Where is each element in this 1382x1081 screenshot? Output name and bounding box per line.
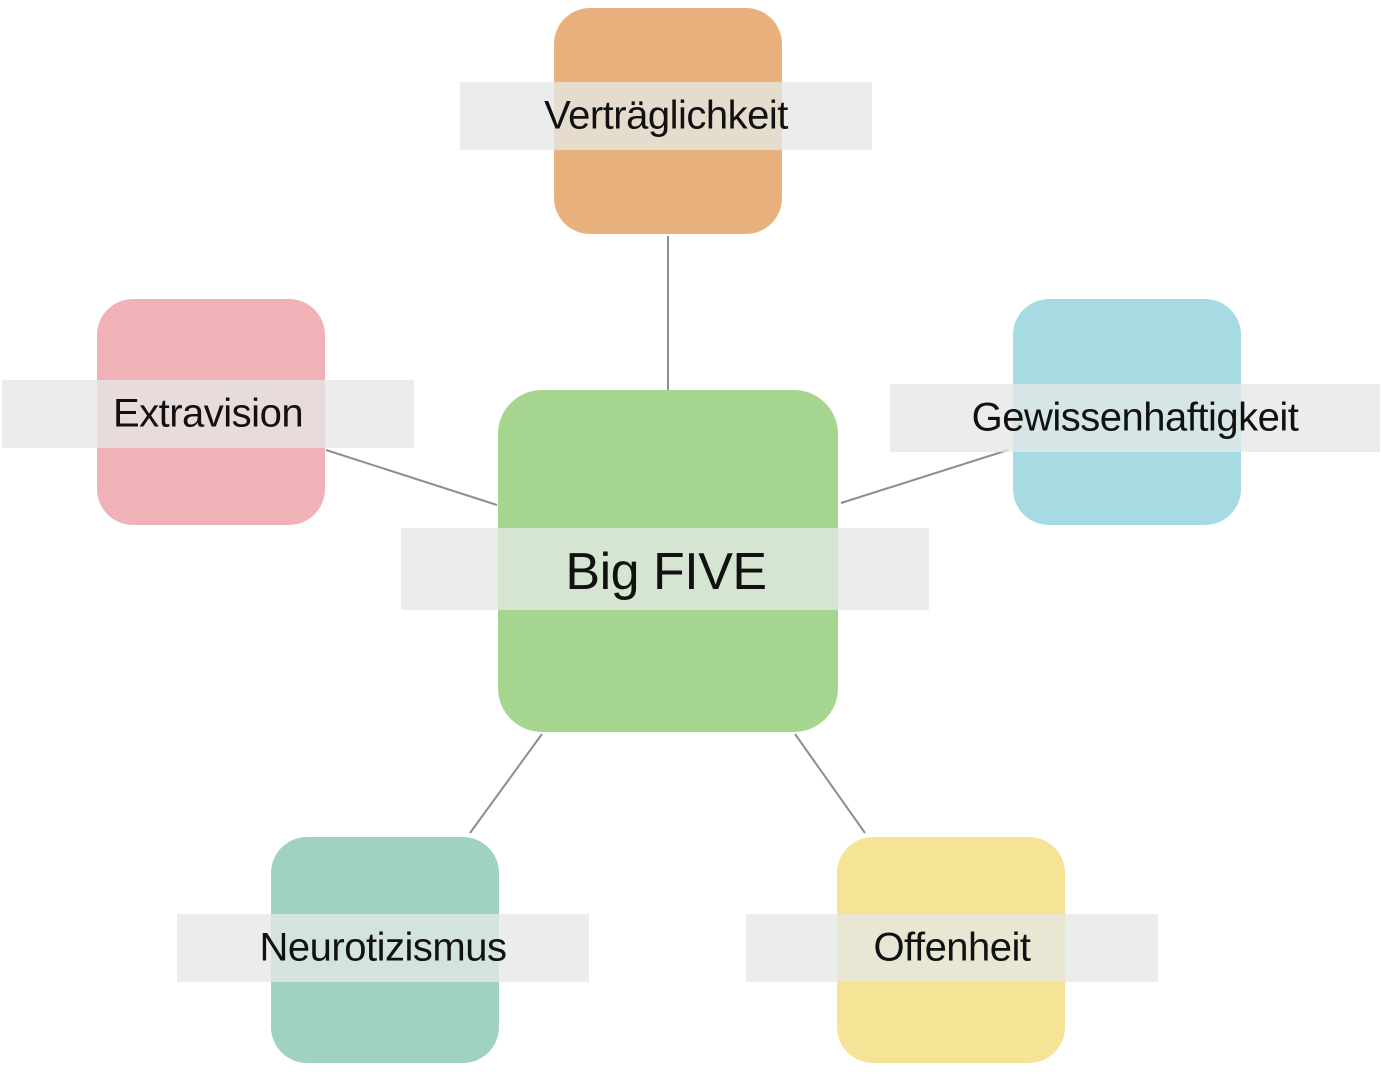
trait-label-offenheit: Offenheit: [873, 925, 1031, 970]
connector-gewissenhaftigkeit: [840, 449, 1009, 504]
connector-extravision: [325, 449, 498, 506]
trait-label-neurotizismus: Neurotizismus: [259, 925, 507, 970]
label-band-extravision: [2, 380, 414, 448]
trait-label-extravision: Extravision: [112, 391, 304, 436]
label-band-vertraeglichkeit: [460, 82, 872, 150]
trait-label-gewissenhaftigkeit: Gewissenhaftigkeit: [971, 395, 1299, 440]
label-band-neurotizismus: [177, 914, 589, 982]
connector-neurotizismus: [469, 733, 543, 834]
label-band-gewissenhaftigkeit: [890, 384, 1380, 452]
label-band-big-five: [401, 528, 929, 610]
trait-label-vertraeglichkeit: Verträglichkeit: [544, 93, 788, 138]
center-label-big-five: Big FIVE: [565, 543, 767, 601]
label-band-offenheit: [746, 914, 1158, 982]
connector-offenheit: [794, 733, 866, 834]
